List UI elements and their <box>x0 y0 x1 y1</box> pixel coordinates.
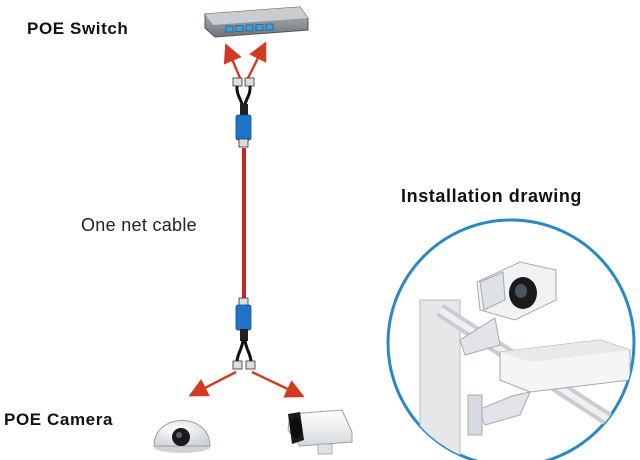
wall-mounted-camera-icon <box>386 218 636 460</box>
arrow-icon <box>223 41 267 79</box>
poe-switch-icon <box>204 6 309 38</box>
arrow-icon <box>188 370 305 398</box>
poe-splitter-icon <box>232 297 256 370</box>
dome-camera-icon <box>153 420 211 453</box>
bullet-camera-icon <box>287 409 353 455</box>
poe-camera-label: POE Camera <box>4 410 113 429</box>
poe-switch-label: POE Switch <box>27 19 129 38</box>
installation-drawing-title: Installation drawing <box>401 186 583 206</box>
poe-splitter-icon <box>232 77 255 148</box>
net-cable-label: One net cable <box>81 215 197 235</box>
